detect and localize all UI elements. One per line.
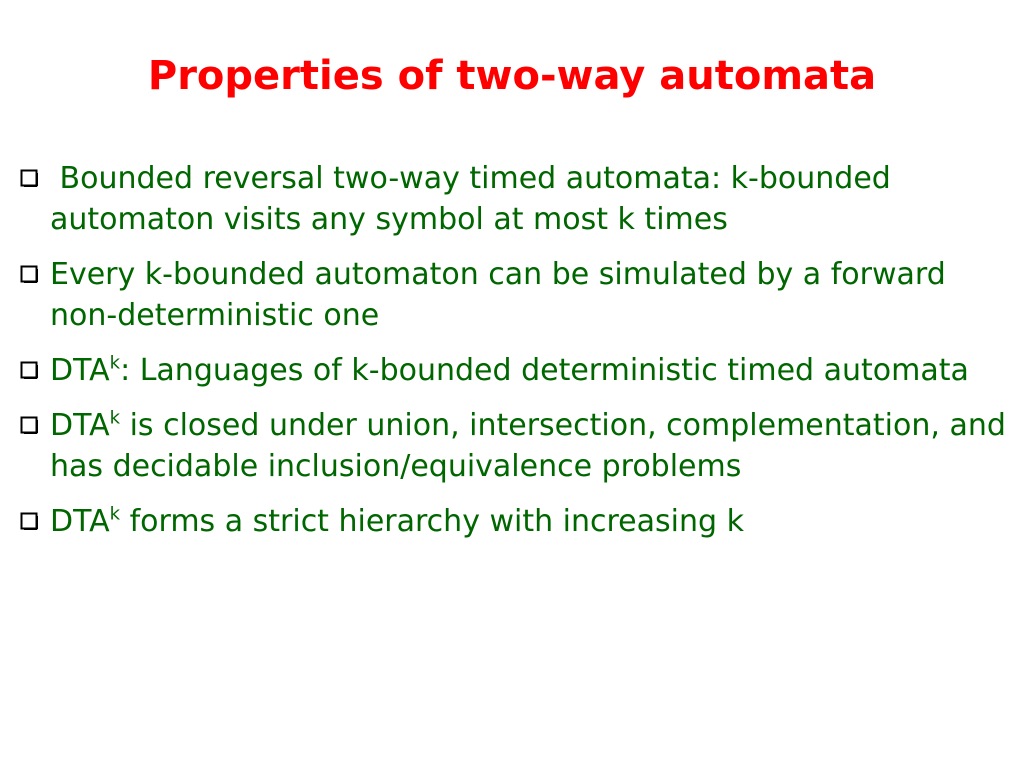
superscript-k: k — [109, 503, 121, 525]
hollow-square-bullet-icon — [20, 512, 38, 530]
dta-prefix: DTA — [50, 408, 110, 443]
hollow-square-bullet-icon — [20, 416, 38, 434]
bullet-item-closure-properties: DTAk is closed under union, intersection… — [18, 405, 1008, 487]
superscript-k: k — [109, 352, 121, 374]
bullet-item-strict-hierarchy: DTAk forms a strict hierarchy with incre… — [18, 501, 1008, 542]
bullet-text: Bounded reversal two-way timed automata:… — [50, 161, 891, 237]
bullet-list: Bounded reversal two-way timed automata:… — [18, 158, 1008, 556]
superscript-k: k — [109, 407, 121, 429]
bullet-text: Every k-bounded automaton can be simulat… — [50, 257, 946, 333]
dta-prefix: DTA — [50, 353, 110, 388]
bullet-item-bounded-reversal: Bounded reversal two-way timed automata:… — [18, 158, 1008, 240]
hollow-square-bullet-icon — [20, 265, 38, 283]
hollow-square-bullet-icon — [20, 169, 38, 187]
bullet-text: is closed under union, intersection, com… — [50, 408, 1006, 484]
hollow-square-bullet-icon — [20, 361, 38, 379]
bullet-item-simulation: Every k-bounded automaton can be simulat… — [18, 254, 1008, 336]
dta-prefix: DTA — [50, 504, 110, 539]
bullet-text: : Languages of k-bounded deterministic t… — [120, 353, 969, 388]
bullet-text: forms a strict hierarchy with increasing… — [120, 504, 744, 539]
bullet-item-dtak-definition: DTAk: Languages of k-bounded determinist… — [18, 350, 1008, 391]
slide-title: Properties of two-way automata — [147, 53, 877, 99]
